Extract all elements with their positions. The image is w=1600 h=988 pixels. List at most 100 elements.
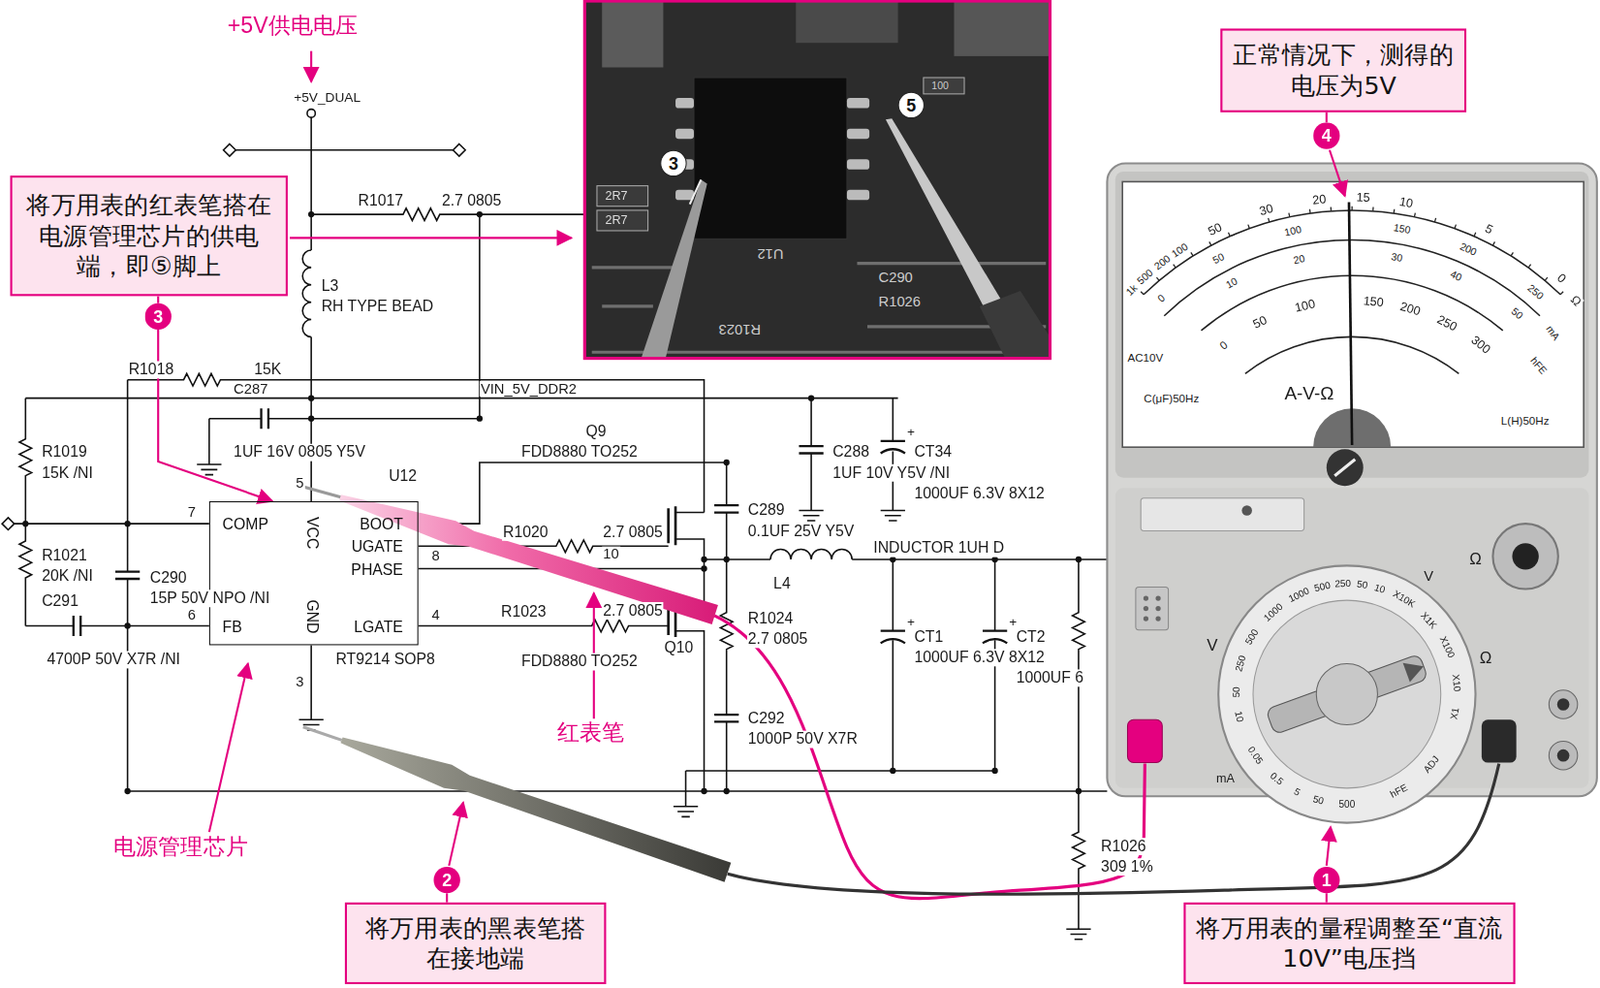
scale-tick xyxy=(1434,218,1436,222)
meter-scale-label: 30 xyxy=(1388,250,1405,264)
meter-scale-label: A-V-Ω xyxy=(1283,383,1335,405)
scale-tick xyxy=(1173,264,1176,268)
schematic-label: U12 xyxy=(387,467,418,484)
callout-number: 4 xyxy=(1313,122,1340,149)
junction-dot xyxy=(700,787,707,794)
schematic-label: R1026 xyxy=(1099,837,1148,854)
pin-name: VCC xyxy=(304,516,321,549)
schematic-label: 8 xyxy=(430,548,440,565)
schematic-wire xyxy=(196,464,1091,940)
schematic-label: C289 xyxy=(747,501,786,519)
schematic-label: L4 xyxy=(772,575,792,593)
pcb-photo xyxy=(693,77,848,239)
range-dial xyxy=(1265,653,1429,734)
callout-number: 1 xyxy=(1313,866,1340,893)
photo-label: U12 xyxy=(755,245,785,261)
scale-tick xyxy=(1191,251,1193,256)
pin-name: GND xyxy=(304,598,321,633)
photo-label: R1023 xyxy=(718,320,763,337)
multimeter-body xyxy=(1155,605,1161,611)
junction-dot xyxy=(308,211,314,218)
callout-box: 正常情况下，测得的电压为5V xyxy=(1220,28,1467,112)
meter-scale-label: V xyxy=(1205,635,1219,655)
schematic-label: 2.7 0805 xyxy=(601,523,664,540)
dial-label: 500 xyxy=(1337,798,1356,810)
callout-text: 将万用表的黑表笔搭在接地端 xyxy=(357,911,595,973)
meter-scale-label: AC10V xyxy=(1126,350,1164,364)
schematic-label: +5V供电电压 xyxy=(226,13,360,38)
schematic-label: FDD8880 TO252 xyxy=(520,653,639,670)
photo-label: 100 xyxy=(930,80,950,93)
red-probe xyxy=(339,494,719,625)
pcb-photo xyxy=(690,179,702,204)
black-probe xyxy=(303,726,343,741)
junction-dot xyxy=(124,787,130,794)
meter-needle xyxy=(1349,201,1352,445)
junction-dot xyxy=(889,556,896,563)
multimeter-body xyxy=(1140,498,1304,532)
schematic-label: 4 xyxy=(430,607,440,624)
junction-dot xyxy=(889,767,896,774)
scale-tick xyxy=(1330,206,1333,211)
multimeter-body xyxy=(1241,504,1253,516)
meter-scale-label: 15 xyxy=(1354,190,1372,205)
probe-jack xyxy=(1548,740,1577,769)
schematic-label: 3 xyxy=(294,673,305,690)
junction-dot xyxy=(22,520,29,527)
schematic-label: Q10 xyxy=(662,638,694,656)
schematic-label: R1018 xyxy=(127,360,176,377)
schematic-label: 2.7 0805 xyxy=(601,601,664,619)
junction-dot xyxy=(124,622,130,628)
meter-needle xyxy=(1313,201,1391,486)
schematic-wire xyxy=(1,143,466,530)
leader-arrow xyxy=(1326,826,1331,866)
range-dial xyxy=(1316,662,1378,724)
schematic-label: 1UF 16V 0805 Y5V xyxy=(232,443,367,461)
meter-needle xyxy=(1334,459,1355,476)
leader-line xyxy=(157,329,273,502)
leader-line xyxy=(1325,892,1328,902)
scale-tick xyxy=(1268,218,1270,222)
pin-name: UGATE xyxy=(351,538,404,556)
junction-dot xyxy=(1075,787,1082,794)
scale-tick xyxy=(1228,232,1231,237)
schematic-label: 6 xyxy=(187,607,197,624)
multimeter-body xyxy=(1106,162,1597,796)
pcb-photo xyxy=(847,97,870,109)
multimeter-body xyxy=(1143,605,1149,611)
schematic-label: CT34 xyxy=(912,443,953,461)
scale-tick xyxy=(1248,224,1250,229)
pcb-photo xyxy=(596,186,649,207)
schematic-label: 5 xyxy=(294,474,305,491)
multimeter-body xyxy=(1155,595,1161,600)
dial-label: X10 xyxy=(1449,672,1463,693)
probe-jack xyxy=(1557,697,1570,711)
meter-scale-label: C(μF)50Hz xyxy=(1142,391,1200,405)
pcb-photo xyxy=(675,189,694,201)
schematic-label: RH TYPE BEAD xyxy=(320,297,436,314)
schematic-label: CT2 xyxy=(1015,627,1047,645)
pin-name: LGATE xyxy=(353,618,404,635)
pcb-photo xyxy=(675,97,694,109)
scale-tick xyxy=(1140,206,1564,295)
meter-scale-label: 20 xyxy=(1290,251,1307,266)
junction-dot xyxy=(124,520,130,527)
range-dial xyxy=(1403,656,1428,682)
pcb-photo xyxy=(601,0,663,67)
pcb-photo xyxy=(847,189,870,201)
multimeter-body xyxy=(1106,162,1597,796)
scale-tick xyxy=(1287,213,1290,218)
schematic-label: R1024 xyxy=(747,609,795,627)
schematic-wire xyxy=(668,505,676,637)
schematic-label: 2.7 0805 xyxy=(440,192,503,210)
callout-text: 将万用表的红表笔搭在电源管理芯片的供电端，即⑤脚上 xyxy=(22,189,276,283)
junction-dot xyxy=(308,415,314,422)
schematic-label: 20K /NI xyxy=(40,566,95,584)
schematic-label: 2.7 0805 xyxy=(747,629,810,647)
red-probe xyxy=(304,486,342,498)
pcb-photo xyxy=(847,128,870,140)
junction-dot xyxy=(723,787,730,794)
black-probe xyxy=(340,736,731,881)
callout-number: 2 xyxy=(433,866,460,893)
callout-text: 正常情况下，测得的电压为5V xyxy=(1232,39,1454,101)
